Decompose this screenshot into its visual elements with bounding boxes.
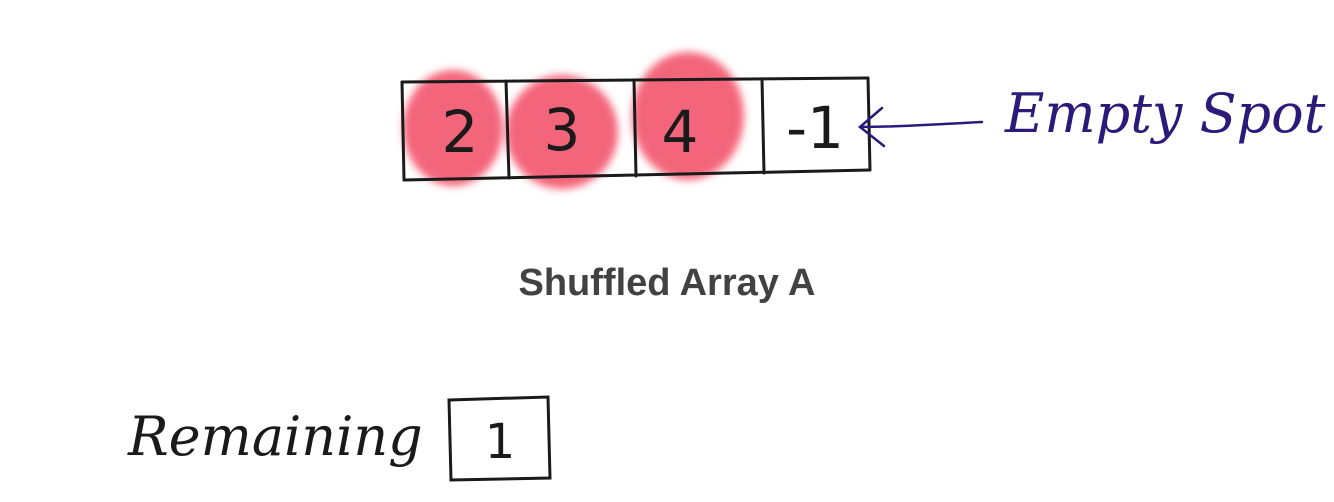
array-divider-2 (632, 78, 638, 178)
empty-spot-arrow (858, 106, 984, 148)
highlight-blob-1 (403, 70, 503, 186)
highlight-blob-2 (506, 75, 618, 189)
array-right-border (866, 76, 872, 172)
highlight-blob-3 (632, 52, 744, 180)
diagram-caption: Shuffled Array A (518, 262, 816, 304)
array-divider-3 (760, 77, 766, 175)
array-cell-value-3: 4 (662, 98, 699, 166)
remaining-value: 1 (485, 414, 516, 470)
empty-spot-label: Empty Spot (1004, 82, 1326, 145)
array-cell-value-4: -1 (786, 94, 844, 162)
array-cell-value-1: 2 (442, 98, 479, 166)
remaining-label: Remaining (127, 405, 423, 468)
highlight-layer (403, 52, 744, 189)
array-left-border (400, 80, 406, 182)
array-divider-1 (504, 79, 511, 180)
array-cell-value-2: 3 (544, 96, 581, 164)
array-box (400, 76, 872, 182)
remaining-box (447, 395, 552, 482)
